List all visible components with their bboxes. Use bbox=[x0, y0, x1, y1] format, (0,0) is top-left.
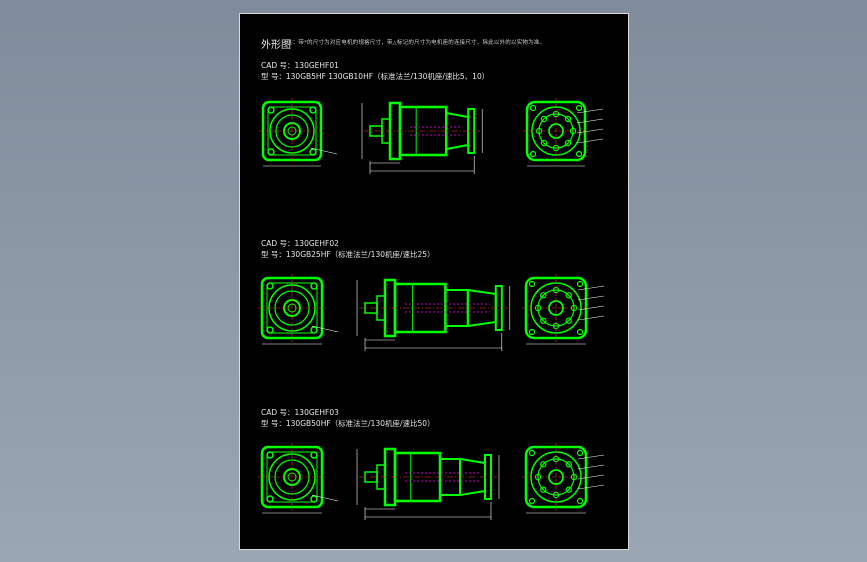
row3-leader-1 bbox=[577, 454, 605, 460]
row1-flange-view bbox=[259, 98, 338, 167]
row1-cad-label: CAD 号：130GEHF01 bbox=[261, 61, 339, 70]
row3-corner-hole-1 bbox=[528, 449, 536, 457]
row3-leader-2 bbox=[577, 464, 605, 470]
row2-hole-2 bbox=[565, 317, 572, 324]
row2-leader-1 bbox=[577, 285, 605, 291]
row2-bolt-hole-2 bbox=[310, 282, 318, 290]
row1-hole-2 bbox=[564, 139, 572, 147]
row3-hole-2 bbox=[565, 486, 572, 493]
row2-motor-view bbox=[522, 274, 605, 345]
row2-bolt-hole-4 bbox=[310, 326, 318, 334]
row2-model-label: 型 号：130GB25HF（标准法兰/130机座/速比25） bbox=[261, 250, 435, 259]
row2-hole-8 bbox=[565, 292, 572, 299]
row3-hole-8 bbox=[565, 461, 572, 468]
row1-model-label: 型 号：130GB5HF 130GB10HF（标准法兰/130机座/速比5、10… bbox=[261, 72, 490, 81]
row2-side-view bbox=[356, 278, 511, 351]
row1-leader-4 bbox=[576, 138, 604, 144]
sheet-note: 注：带*的尺寸为对应电机的规格尺寸，带△标记的尺寸为电机座的连接尺寸，除此以外的… bbox=[287, 40, 546, 46]
row1-corner-hole-1 bbox=[529, 104, 537, 112]
row1-hole-3 bbox=[552, 144, 560, 152]
row1-corner-hole-4 bbox=[575, 150, 583, 158]
row3-bolt-hole-3 bbox=[266, 495, 274, 503]
row1-hole-8 bbox=[564, 115, 572, 123]
row1-motor-view bbox=[523, 98, 604, 167]
row3-bolt-hole-1 bbox=[266, 451, 274, 459]
row3-model-label: 型 号：130GB50HF（标准法兰/130机座/速比50） bbox=[261, 419, 435, 428]
row1-corner-hole-2 bbox=[575, 104, 583, 112]
sheet-title: 外形图 bbox=[261, 40, 291, 51]
row3-bolt-hole-2 bbox=[310, 451, 318, 459]
row2-cad-label: CAD 号：130GEHF02 bbox=[261, 239, 339, 248]
row1-bolt-hole-3 bbox=[267, 148, 275, 156]
row2-flange-view bbox=[258, 274, 339, 345]
row3-corner-hole-3 bbox=[528, 497, 536, 505]
row3-flange-view bbox=[258, 443, 339, 514]
row3-corner-hole-2 bbox=[576, 449, 584, 457]
row1-leader-2 bbox=[576, 118, 604, 124]
row1-leader-3 bbox=[576, 128, 604, 134]
row3-bolt-hole-4 bbox=[310, 495, 318, 503]
row1-leader-1 bbox=[576, 108, 604, 114]
row3-hole-6 bbox=[540, 461, 547, 468]
row3-cad-label: CAD 号：130GEHF03 bbox=[261, 408, 339, 417]
row2-leader-4 bbox=[577, 315, 605, 321]
row3-corner-hole-4 bbox=[576, 497, 584, 505]
row1-corner-hole-3 bbox=[529, 150, 537, 158]
row3-leader-3 bbox=[577, 474, 605, 480]
row3-leader bbox=[311, 494, 339, 502]
row1-bolt-hole-4 bbox=[309, 148, 317, 156]
row1-hole-4 bbox=[540, 139, 548, 147]
row2-leader-2 bbox=[577, 295, 605, 301]
row1-hole-1 bbox=[569, 127, 577, 135]
row3-side-view bbox=[356, 447, 500, 520]
row1-side-view bbox=[361, 101, 483, 174]
row2-corner-hole-2 bbox=[576, 280, 584, 288]
row3-motor-view bbox=[522, 443, 605, 514]
row2-hole-4 bbox=[540, 317, 547, 324]
row2-corner-hole-3 bbox=[528, 328, 536, 336]
row3-leader-4 bbox=[577, 484, 605, 490]
row2-corner-hole-4 bbox=[576, 328, 584, 336]
row2-hole-6 bbox=[540, 292, 547, 299]
row1-hole-6 bbox=[540, 115, 548, 123]
row1-leader bbox=[310, 147, 338, 155]
row1-bolt-hole-2 bbox=[309, 106, 317, 114]
row3-hole-4 bbox=[540, 486, 547, 493]
row2-bolt-hole-1 bbox=[266, 282, 274, 290]
row2-corner-hole-1 bbox=[528, 280, 536, 288]
row2-bolt-hole-3 bbox=[266, 326, 274, 334]
row2-leader-3 bbox=[577, 305, 605, 311]
row1-bolt-hole-1 bbox=[267, 106, 275, 114]
row2-leader bbox=[311, 325, 339, 333]
